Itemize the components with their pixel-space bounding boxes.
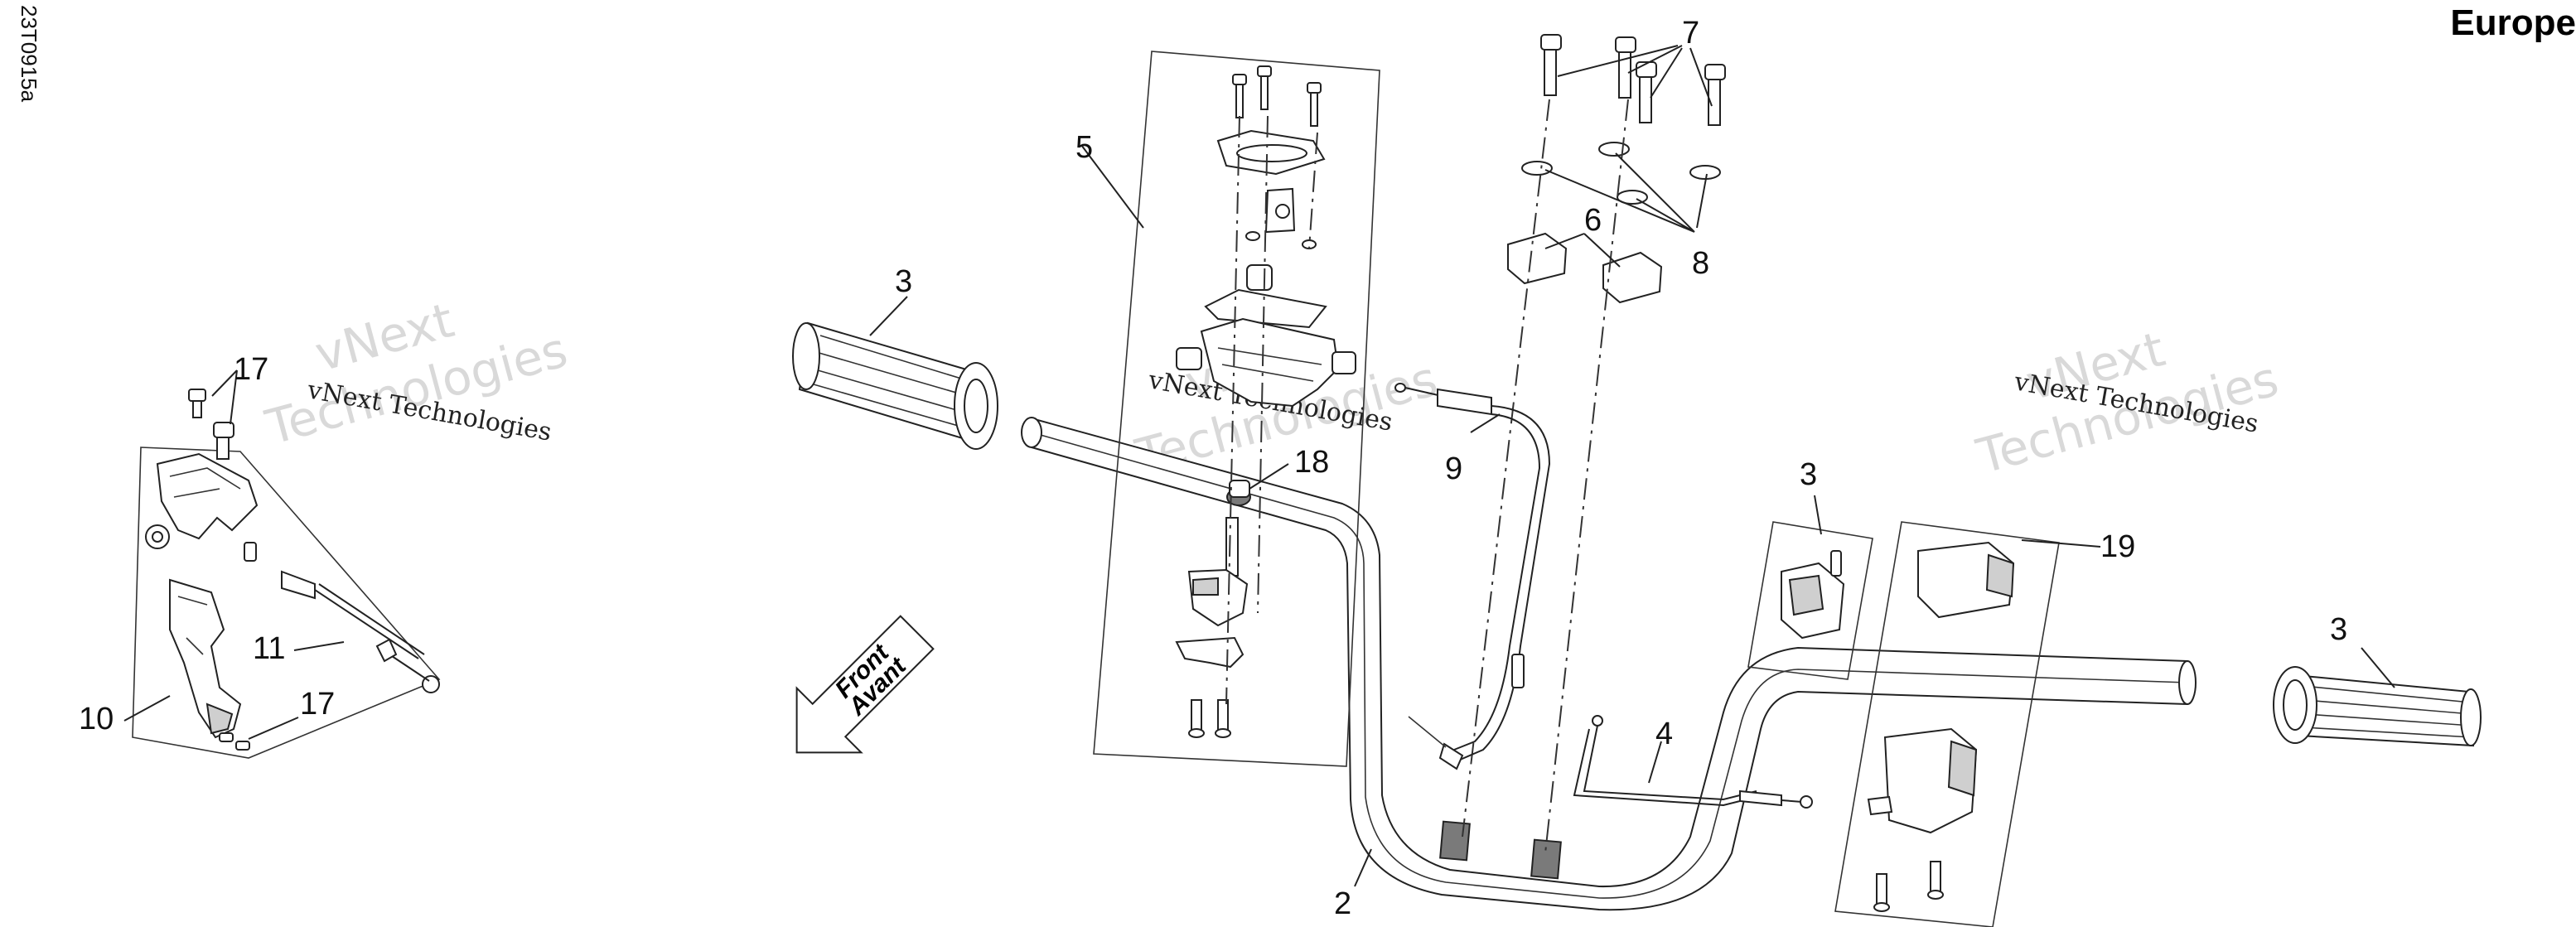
callout-3: 3: [1800, 457, 1817, 492]
front-direction-arrow: Front Avant: [795, 615, 935, 754]
callout-3: 3: [895, 264, 912, 299]
leader-lines: [869, 144, 2395, 887]
throttle-lever-assembly: [123, 369, 441, 759]
switch-assembly: [1747, 495, 1873, 680]
callout-3: 3: [2330, 612, 2347, 647]
switch-housing-assembly: [1834, 521, 2101, 927]
callout-18: 18: [1294, 445, 1329, 480]
diagram-code: 23T0915a: [17, 5, 41, 103]
callout-9: 9: [1445, 451, 1462, 486]
callout-6: 6: [1584, 203, 1602, 238]
throttle-cable: [1573, 715, 1813, 809]
handlebar: [1021, 417, 2197, 911]
callout-numbers: 2 3 3 3 4 5 6 7 8 9 10 11 17 17 18 19: [79, 16, 2347, 921]
callout-19: 19: [2100, 529, 2135, 564]
callout-17: 17: [300, 687, 335, 722]
callout-2: 2: [1334, 886, 1351, 921]
callout-8: 8: [1692, 246, 1709, 281]
grip-left: [792, 321, 998, 450]
region-label: Europe: [2450, 2, 2576, 43]
callout-11: 11: [253, 631, 285, 666]
handlebar-clamps: [1462, 34, 1726, 854]
grip-right: [2273, 666, 2482, 747]
callout-7: 7: [1682, 16, 1699, 51]
callout-10: 10: [79, 702, 114, 736]
brake-cable: [1394, 383, 1551, 770]
callout-17: 17: [234, 352, 268, 387]
screw-17-top: [188, 389, 234, 460]
callout-5: 5: [1075, 130, 1093, 165]
callout-4: 4: [1655, 717, 1673, 751]
brake-master-cylinder-assembly: [1093, 51, 1380, 767]
